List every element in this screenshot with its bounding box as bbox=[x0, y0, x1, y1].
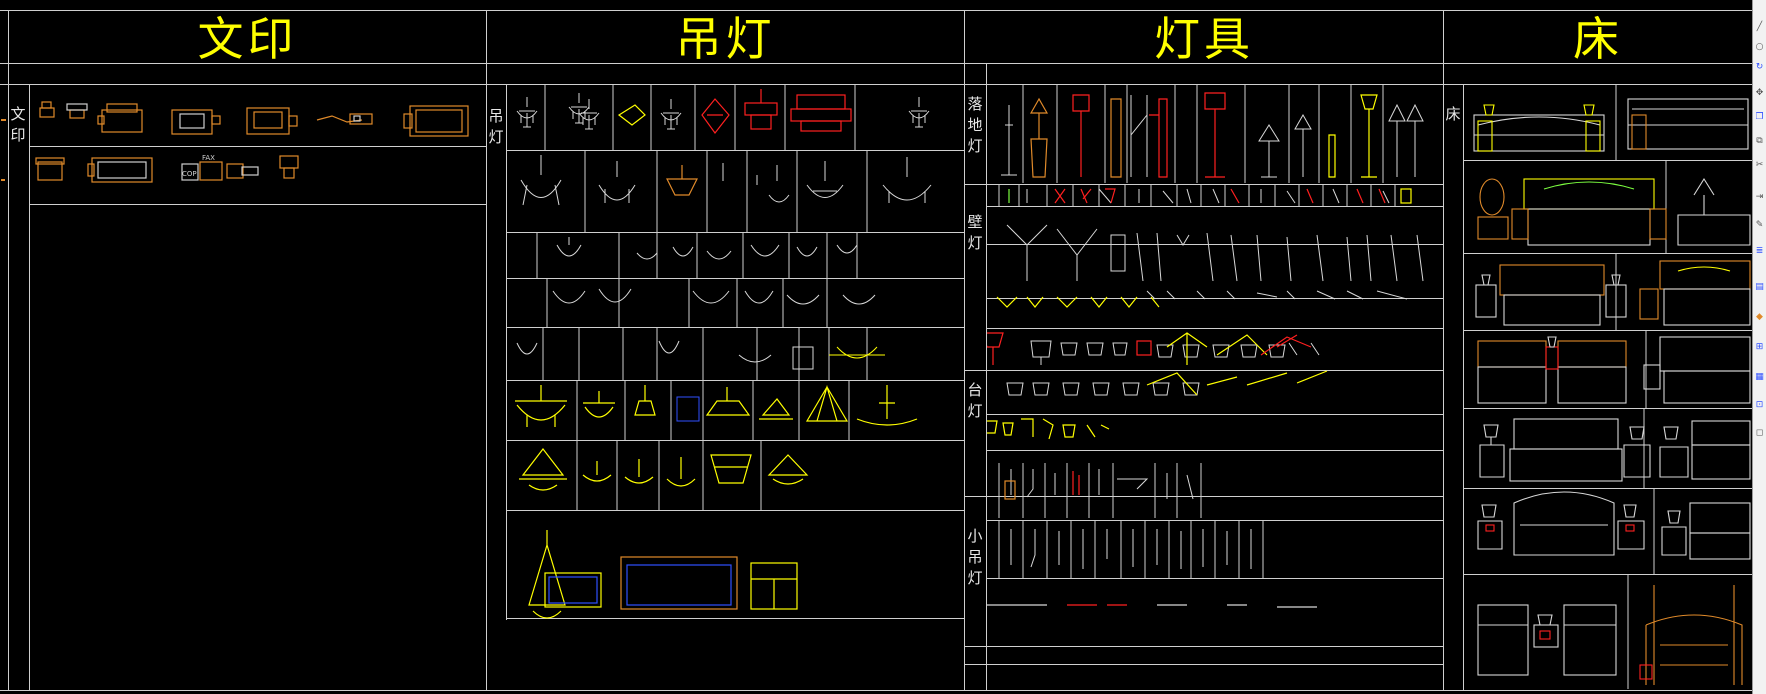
grid-line bbox=[964, 370, 1443, 371]
extend-icon[interactable]: ⇥ bbox=[1755, 192, 1764, 202]
draw-line-icon[interactable]: ╱ bbox=[1756, 22, 1763, 32]
label-char: 灯 bbox=[967, 234, 983, 252]
grid-line bbox=[506, 150, 964, 151]
grid-line bbox=[29, 84, 30, 690]
grid-line bbox=[964, 496, 1443, 497]
mirror-icon[interactable]: ⧉ bbox=[1756, 136, 1763, 146]
grid-line bbox=[1443, 10, 1444, 690]
grid-line bbox=[506, 278, 964, 279]
grid-line bbox=[1463, 253, 1752, 254]
label-char: 印 bbox=[10, 126, 26, 144]
bed-symbols bbox=[1473, 85, 1751, 689]
label-char: 文 bbox=[10, 105, 26, 123]
layer-icon[interactable]: ≣ bbox=[1755, 246, 1764, 256]
grid-line bbox=[0, 63, 1752, 64]
header-chuang: 床 bbox=[1573, 12, 1623, 66]
grid-line bbox=[986, 578, 1443, 579]
grid-line bbox=[0, 84, 1752, 85]
lamp-symbols bbox=[987, 85, 1424, 608]
header-dengju: 灯具 bbox=[1154, 12, 1254, 66]
section-label-luodideng: 落 地 灯 bbox=[966, 94, 984, 157]
grid-line bbox=[986, 450, 1443, 451]
section-label-taideng: 台 灯 bbox=[966, 380, 984, 422]
grid-line bbox=[986, 414, 1443, 415]
grid-line bbox=[1463, 408, 1752, 409]
grid-icon[interactable]: ▦ bbox=[1755, 372, 1764, 382]
grid-line bbox=[506, 618, 964, 619]
rotate-icon[interactable]: ↻ bbox=[1755, 62, 1764, 72]
grid-line bbox=[29, 204, 486, 205]
grid-line bbox=[986, 298, 1443, 299]
section-label-wenyin: 文 印 bbox=[9, 104, 27, 146]
label-char: 小 bbox=[967, 527, 983, 545]
edge-marks bbox=[1, 119, 6, 181]
label-char: 吊 bbox=[967, 548, 983, 566]
grid-line bbox=[1463, 160, 1752, 161]
ortho-icon[interactable]: ⊡ bbox=[1755, 400, 1764, 410]
grid-line bbox=[986, 328, 1443, 329]
grid-line bbox=[506, 232, 964, 233]
label-char: 壁 bbox=[967, 213, 983, 231]
right-toolbar: ╱ ○ ↻ ✥ ❐ ⧉ ✂ ⇥ ✎ ≣ ▤ ◆ ⊞ ▦ ⊡ ◻ bbox=[1752, 0, 1766, 694]
grid-line bbox=[0, 10, 1752, 11]
grid-line bbox=[1463, 488, 1752, 489]
grid-line bbox=[506, 440, 964, 441]
label-char: 落 bbox=[967, 95, 983, 113]
grid-line bbox=[506, 510, 964, 511]
grid-line bbox=[964, 646, 1443, 647]
grid-line bbox=[964, 664, 1443, 665]
circle-icon[interactable]: ○ bbox=[1755, 42, 1764, 52]
grid-line bbox=[506, 380, 964, 381]
header-diaodeng: 吊灯 bbox=[675, 12, 776, 66]
svg-text:COP: COP bbox=[182, 170, 197, 178]
label-char: 地 bbox=[967, 116, 983, 134]
pencil-icon[interactable]: ✎ bbox=[1755, 220, 1764, 230]
grid-line bbox=[986, 63, 987, 690]
section-label-diaodeng: 吊 灯 bbox=[487, 106, 505, 148]
label-char: 灯 bbox=[488, 128, 504, 146]
svg-text:FAX: FAX bbox=[202, 154, 215, 162]
label-char: 吊 bbox=[488, 107, 504, 125]
grid-line bbox=[1463, 330, 1752, 331]
chandelier-symbols bbox=[515, 85, 932, 619]
zoom-icon[interactable]: ◻ bbox=[1755, 428, 1764, 438]
grid-line bbox=[964, 184, 1443, 185]
label-char: 灯 bbox=[967, 137, 983, 155]
grid-line bbox=[506, 327, 964, 328]
snap-icon[interactable]: ⊞ bbox=[1755, 342, 1764, 352]
label-char: 灯 bbox=[967, 569, 983, 587]
label-char: 灯 bbox=[967, 402, 983, 420]
section-label-chuang: 床 bbox=[1445, 105, 1461, 123]
grid-line bbox=[29, 146, 486, 147]
grid-line bbox=[486, 10, 487, 690]
trim-icon[interactable]: ✂ bbox=[1755, 160, 1764, 170]
header-wenyin: 文印 bbox=[197, 12, 298, 66]
grid-line bbox=[506, 84, 507, 620]
label-char: 台 bbox=[967, 381, 983, 399]
block-icon[interactable]: ◆ bbox=[1756, 312, 1763, 322]
grid-line bbox=[964, 10, 965, 690]
grid-line bbox=[1463, 574, 1752, 575]
office-equipment-symbols: COP FAX bbox=[35, 101, 469, 183]
properties-icon[interactable]: ▤ bbox=[1755, 282, 1764, 292]
section-label-xiaodiaodeng: 小 吊 灯 bbox=[966, 526, 984, 589]
section-label-bideng: 壁 灯 bbox=[966, 212, 984, 254]
grid-line bbox=[986, 206, 1443, 207]
grid-line bbox=[1463, 84, 1464, 690]
grid-line bbox=[986, 244, 1443, 245]
grid-line bbox=[8, 10, 9, 690]
grid-line bbox=[0, 690, 1752, 691]
move-icon[interactable]: ✥ bbox=[1755, 88, 1764, 98]
copy-icon[interactable]: ❐ bbox=[1755, 112, 1764, 122]
